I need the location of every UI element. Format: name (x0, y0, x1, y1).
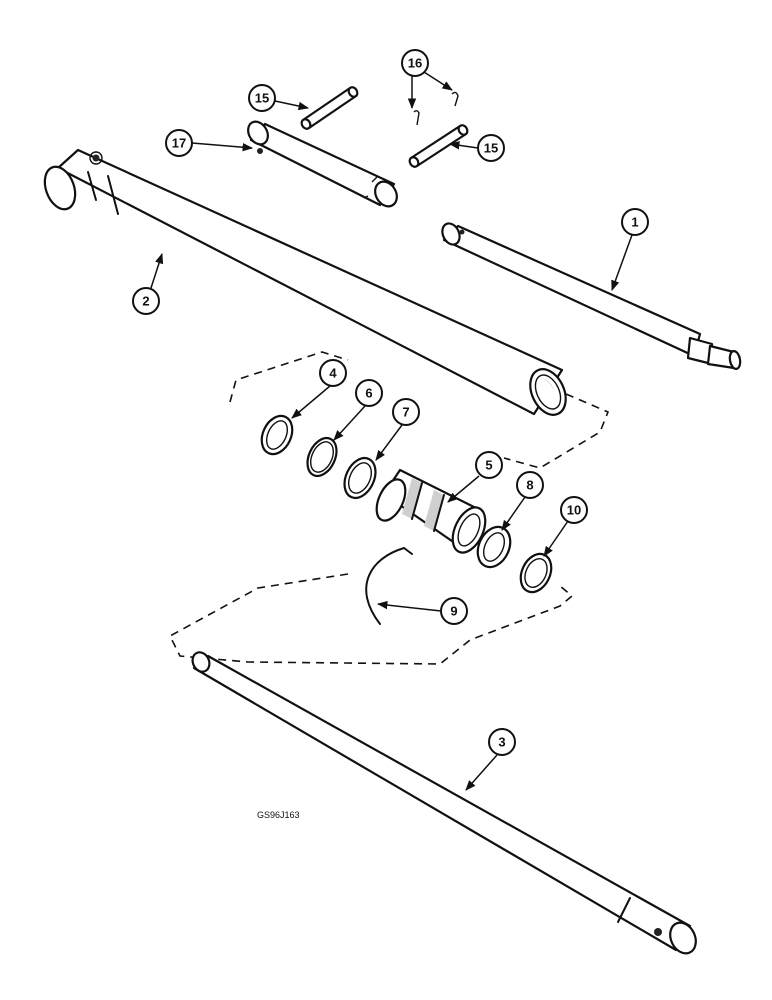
cylinder-barrel (43, 148, 567, 416)
svg-text:15: 15 (484, 141, 498, 156)
seal-group-outline-lower (168, 573, 574, 665)
callout-16: 16 (401, 49, 453, 110)
callout-3: 3 (465, 728, 516, 791)
svg-text:15: 15 (255, 91, 269, 106)
lower-tube (191, 651, 697, 955)
callout-6: 6 (333, 379, 383, 441)
svg-text:7: 7 (402, 405, 409, 420)
callout-7: 7 (375, 398, 420, 461)
svg-text:4: 4 (329, 366, 337, 381)
svg-text:8: 8 (526, 478, 533, 493)
drawing-code: GS96J163 (257, 810, 300, 820)
retaining-clips (413, 91, 459, 126)
svg-text:1: 1 (631, 215, 638, 230)
svg-text:9: 9 (450, 604, 457, 619)
o-ring (343, 456, 377, 500)
callout-10: 10 (543, 496, 588, 557)
callout-5: 5 (447, 451, 503, 503)
callout-17: 17 (165, 129, 254, 157)
pin-upper (300, 86, 359, 130)
pin-lower (408, 124, 469, 168)
piston (375, 468, 487, 554)
wiper-ring (260, 414, 294, 456)
callout-8: 8 (501, 471, 544, 531)
backup-ring (306, 436, 338, 478)
svg-text:17: 17 (172, 136, 186, 151)
callout-15-lower: 15 (448, 134, 505, 162)
seal-group-outline-upper (229, 351, 610, 469)
piston-rod (441, 222, 742, 371)
wear-ring (519, 552, 553, 594)
snap-ring (365, 547, 413, 625)
callout-2: 2 (132, 253, 164, 315)
svg-text:10: 10 (567, 503, 581, 518)
svg-text:16: 16 (408, 56, 422, 71)
callout-4: 4 (291, 359, 347, 419)
svg-text:2: 2 (142, 294, 149, 309)
callout-1: 1 (611, 208, 649, 291)
callout-9: 9 (376, 597, 468, 625)
callout-15-upper: 15 (248, 84, 310, 112)
svg-text:3: 3 (498, 735, 505, 750)
svg-text:5: 5 (485, 458, 492, 473)
sleeve (247, 120, 398, 208)
svg-text:6: 6 (365, 386, 372, 401)
